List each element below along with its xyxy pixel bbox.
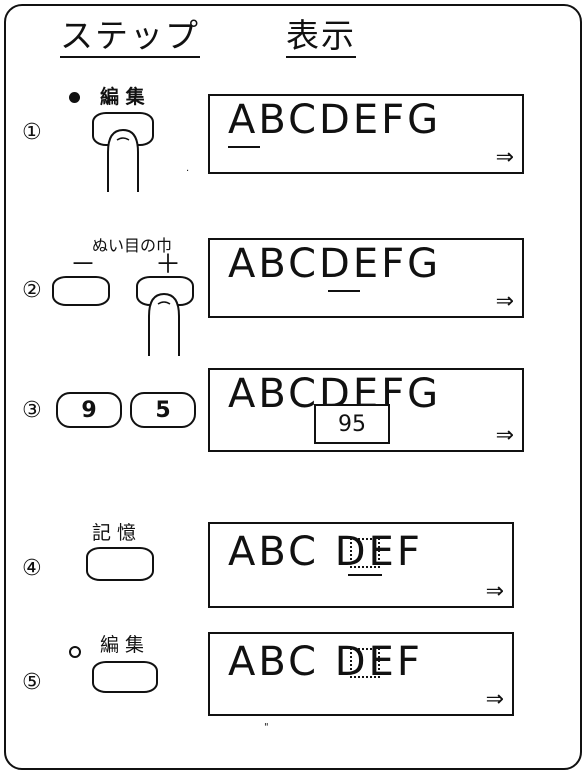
display-panel-5: ABC DEF ⇒ <box>208 632 514 716</box>
plus-sign: ＋ <box>155 250 182 280</box>
finger-press-icon <box>148 292 180 356</box>
indicator-lit-icon <box>69 92 80 103</box>
edit-key-label: 編 集 <box>100 86 145 108</box>
memory-key-button[interactable] <box>86 547 154 581</box>
edit-key-label: 編 集 <box>100 634 145 656</box>
scroll-arrow-icon: ⇒ <box>495 145 514 170</box>
blank-space-box <box>350 648 380 678</box>
scroll-arrow-icon: ⇒ <box>485 687 504 712</box>
scroll-arrow-icon: ⇒ <box>495 289 514 314</box>
cursor-underline <box>228 146 260 148</box>
step-number-4: ④ <box>22 556 42 581</box>
step-column-header: ステップ <box>60 16 200 58</box>
step-number-1: ① <box>22 120 42 145</box>
display-panel-2: ABCDEFG ⇒ <box>208 238 524 318</box>
display-panel-1: ABCDEFG ⇒ <box>208 94 524 174</box>
display-column-header: 表示 <box>286 16 356 58</box>
memory-key-label: 記 憶 <box>92 522 137 544</box>
blank-space-box <box>350 538 380 568</box>
edit-key-button[interactable] <box>92 661 158 693</box>
display-text-4: ABC DEF <box>228 529 423 575</box>
instruction-panel <box>4 4 582 770</box>
minus-sign: － <box>70 250 97 280</box>
step-number-5: ⑤ <box>22 670 42 695</box>
number-key-5[interactable]: 5 <box>130 392 196 428</box>
display-text-2: ABCDEFG <box>228 241 442 287</box>
cursor-underline <box>328 290 360 292</box>
value-popup: 95 <box>314 404 390 444</box>
scroll-arrow-icon: ⇒ <box>485 579 504 604</box>
stray-mark: · <box>186 166 190 177</box>
display-panel-3: ABCDEFG 95 ⇒ <box>208 368 524 452</box>
stray-mark: " <box>264 722 269 733</box>
finger-press-icon <box>107 128 139 192</box>
step-number-3: ③ <box>22 398 42 423</box>
step-number-2: ② <box>22 278 42 303</box>
display-text-1: ABCDEFG <box>228 97 442 143</box>
display-text-5: ABC DEF <box>228 639 423 685</box>
stitch-width-minus-button[interactable] <box>52 276 110 306</box>
stitch-width-label: ぬい目の巾 <box>92 236 173 255</box>
number-key-9[interactable]: 9 <box>56 392 122 428</box>
cursor-underline <box>348 574 382 576</box>
scroll-arrow-icon: ⇒ <box>495 423 514 448</box>
display-panel-4: ABC DEF ⇒ <box>208 522 514 608</box>
indicator-unlit-icon <box>69 646 81 658</box>
